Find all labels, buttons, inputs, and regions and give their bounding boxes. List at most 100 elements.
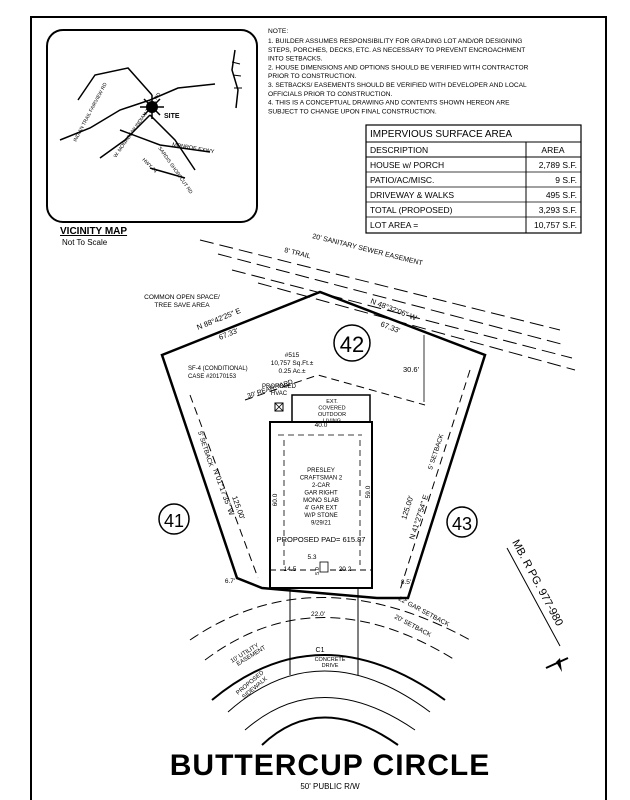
table-row-description: TOTAL (PROPOSED) [370, 205, 453, 215]
lot-boundary [160, 290, 487, 600]
vicinity-road-label: W. MONROE/W INDIAN TRAIL RD [113, 91, 163, 159]
neighbor-lot-circle [446, 506, 478, 538]
lot-info-line: #515 [285, 352, 300, 359]
map-book-reference: MB. R PG. 977-980 [509, 538, 565, 628]
street-name: BUTTERCUP CIRCLE [170, 749, 490, 782]
note-line: 1. BUILDER ASSUMES RESPONSIBILITY FOR GR… [268, 38, 522, 45]
house-info-line: W/P STONE [304, 513, 337, 519]
impervious-surface-table: IMPERVIOUS SURFACE AREA DESCRIPTION AREA… [365, 124, 582, 234]
common-open-space-label: COMMON OPEN SPACE/ [144, 294, 220, 301]
table-row-area: 10,757 S.F. [534, 220, 577, 230]
covered-living-label: EXT. [326, 399, 338, 405]
table-row-description: LOT AREA = [370, 220, 418, 230]
street-arcs [189, 597, 471, 746]
street-right-of-way: 50' PUBLIC R/W [300, 782, 360, 791]
table-row-area: 3,293 S.F. [539, 205, 577, 215]
house-info-line: CRAFTSMAN 2 [300, 476, 343, 482]
note-line: STEPS, PORCHES, DECKS, ETC. AS NECESSARY… [268, 47, 525, 54]
dim-5-0: 5.0 [315, 567, 321, 575]
house-footprint [269, 421, 373, 589]
table-header-description: DESCRIPTION [370, 145, 428, 155]
table-frame [365, 124, 582, 234]
vicinity-road-label: INDIAN TRAIL FAIRVIEW RD [72, 81, 108, 142]
zoning-line: CASE #20170153 [188, 374, 237, 380]
vicinity-map-subtitle: Not To Scale [62, 238, 108, 247]
notes-heading: NOTE: [268, 28, 288, 35]
dim-14-5: 14.5 [284, 566, 297, 573]
dim-30-6: 30.6' [403, 365, 420, 374]
note-line: 3. SETBACKS/ EASEMENTS SHOULD BE VERIFIE… [268, 82, 527, 89]
vicinity-road [99, 114, 151, 159]
dim-60: 60.0 [272, 493, 279, 506]
lot-info-line: 10,757 Sq.Ft.± [271, 360, 314, 367]
sewer-easement-lines [199, 239, 576, 371]
vicinity-map-frame [46, 29, 258, 223]
concrete-drive-label: CONCRETE [315, 657, 346, 663]
table-title: IMPERVIOUS SURFACE AREA [370, 129, 512, 140]
covered-living-label: COVERED [318, 406, 345, 412]
table-row-description: PATIO/AC/MISC. [370, 175, 434, 185]
lot-number: 42 [340, 332, 364, 357]
proposed-pad-label: PROPOSED PAD= 615.87 [277, 535, 366, 544]
vicinity-road-label: SARDIS SHORTCUT RD [156, 146, 193, 196]
right-setback-label: 5' SETBACK [427, 433, 445, 471]
vicinity-site-label: SITE [164, 113, 180, 120]
dim-6-7: 6.7' [225, 578, 235, 585]
table-row-description: DRIVEWAY & WALKS [370, 190, 454, 200]
site-marker-icon [140, 95, 164, 119]
vicinity-road [231, 49, 239, 109]
note-line: SUBJECT TO CHANGE UPON FINAL CONSTRUCTIO… [268, 108, 437, 115]
vicinity-road [119, 129, 211, 153]
table-row-area: 495 S.F. [546, 190, 577, 200]
curve-label: C1 [316, 647, 325, 654]
common-open-space-label: TREE SAVE AREA [154, 302, 210, 309]
house-info-line: MONO SLAB [303, 498, 339, 504]
table-row-area: 2,789 S.F. [539, 160, 577, 170]
vicinity-road-label: HWY 74 [141, 157, 158, 174]
covered-living-label: LIVING [323, 419, 341, 425]
house-info-line: 9/29/21 [311, 521, 332, 527]
vicinity-road [231, 61, 242, 89]
distance-right: 125.00' [399, 494, 415, 521]
sheet-border [30, 16, 607, 800]
vicinity-road [149, 114, 196, 171]
notes-block: NOTE: 1. BUILDER ASSUMES RESPONSIBILITY F… [268, 28, 529, 115]
dim-8-5: 8.5' [401, 579, 411, 586]
right-setback-line [399, 369, 471, 591]
vicinity-road [77, 67, 153, 101]
vicinity-map-title: VICINITY MAP [60, 226, 127, 237]
note-line: 4. THIS IS A CONCEPTUAL DRAWING AND CONT… [268, 100, 510, 107]
north-arrow-icon [545, 657, 569, 672]
map-book-leader [506, 547, 561, 647]
trail-label: 8' TRAIL [284, 247, 312, 260]
zoning-line: SF-4 (CONDITIONAL) [188, 366, 248, 372]
vicinity-map: SITE INDIAN TRAIL FAIRVIEW RD W. MONROE/… [46, 29, 258, 223]
note-line: INTO SETBACKS. [268, 56, 323, 63]
note-line: OFFICIALS PRIOR TO CONSTRUCTION. [268, 91, 392, 98]
covered-living-label: OUTDOOR [318, 412, 346, 418]
neighbor-lot-circle [158, 503, 190, 535]
table-header-area: AREA [541, 145, 564, 155]
note-line: 2. HOUSE DIMENSIONS AND OPTIONS SHOULD B… [268, 64, 529, 71]
lot-number-circle [333, 324, 371, 362]
house-info-line: PRESLEY [307, 468, 335, 474]
house-info-line: 4' GAR EXT [305, 506, 338, 512]
house-info-line: 2-CAR [312, 483, 331, 489]
distance-top-left: 67.33' [217, 326, 240, 342]
driveway [289, 588, 359, 675]
vicinity-road [59, 83, 216, 141]
vicinity-road [149, 167, 186, 179]
stoop [319, 561, 329, 573]
dim-5-3: 5.3 [307, 554, 316, 561]
dim-20-2: 20.2 [339, 566, 352, 573]
dim-22: 22.0' [311, 611, 325, 618]
lot-info-line: 0.25 Ac.± [278, 368, 305, 375]
vicinity-road-label: MONROE EXWY [172, 142, 215, 155]
table-row-description: HOUSE w/ PORCH [370, 160, 444, 170]
sanitary-easement-label: 20' SANITARY SEWER EASEMENT [312, 233, 424, 267]
left-setback-line [189, 394, 259, 579]
table-row-area: 9 S.F. [555, 175, 577, 185]
concrete-drive-label: DRIVE [322, 663, 339, 669]
hvac-label: HVAC [271, 391, 288, 397]
